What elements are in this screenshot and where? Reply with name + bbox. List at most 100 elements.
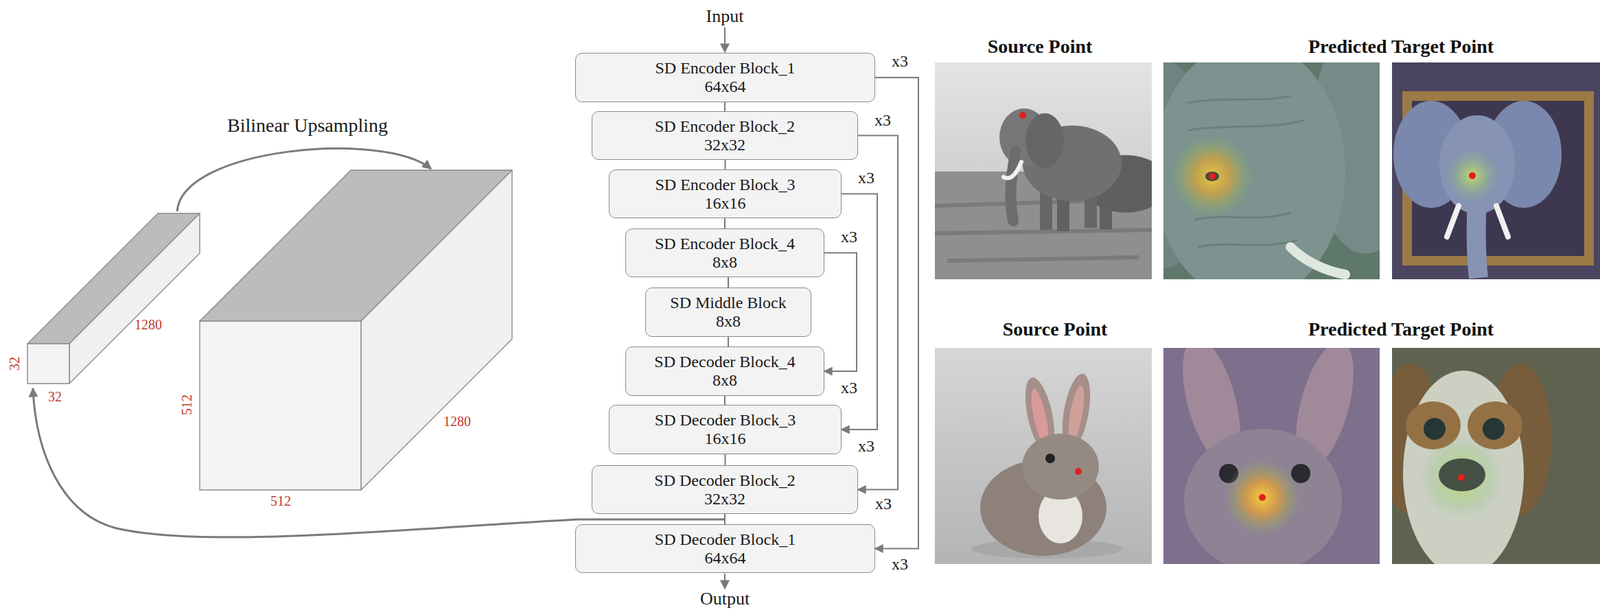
skip-connection [875,77,919,550]
unet-block: SD Encoder Block_316x16 [608,169,842,219]
unet-block: SD Decoder Block_316x16 [608,404,842,455]
photo-rabbit-closeup [1184,429,1342,565]
block-connector [724,218,726,229]
output-arrow [724,573,726,589]
panel-title: Source Point [987,36,1093,58]
panel-title: Predicted Target Point [1308,319,1494,341]
repeat-count: x3 [840,378,858,397]
dimension-label: 512 [270,493,292,509]
photo-dog-target [1392,348,1600,565]
repeat-count: x3 [874,111,891,130]
skip-connection [841,194,878,431]
photo-rabbit-source [1022,433,1099,500]
photo-rabbit-source [1065,384,1088,444]
block-resolution: 8x8 [715,312,741,331]
photo-elephant-framed [1446,205,1509,237]
small-feature-cuboid [27,213,200,384]
block-resolution: 32x32 [704,490,746,509]
operation-label: Bilinear Upsampling [227,115,388,137]
block-name: SD Decoder Block_3 [654,411,796,430]
dimension-label: 1280 [443,413,471,430]
block-resolution: 64x64 [704,549,747,568]
unet-block: SD Decoder Block_164x64 [575,524,876,574]
photo-elephant-framed [1444,148,1500,204]
block-resolution: 8x8 [712,253,738,272]
block-name: SD Decoder Block_1 [654,530,796,550]
photo-elephant-source [1019,111,1027,119]
block-name: SD Encoder Block_3 [655,175,796,195]
block-name: SD Middle Block [669,293,786,313]
block-name: SD Encoder Block_1 [655,59,796,78]
block-resolution: 32x32 [704,135,746,155]
photo-elephant-framed [1392,62,1600,280]
block-connector [727,277,729,288]
block-resolution: 16x16 [704,194,747,213]
photo-rabbit-source [934,348,1152,565]
photo-elephant-source [1003,161,1022,179]
small-feature-cuboid [69,213,200,384]
block-connector [724,102,726,112]
block-name: SD Decoder Block_4 [654,352,795,372]
photo-rabbit-closeup [1163,348,1380,565]
block-name: SD Encoder Block_4 [654,234,795,254]
photo-elephant-framed [1468,172,1476,180]
repeat-count: x3 [891,52,909,71]
block-connector [724,454,727,466]
unet-block: SD Encoder Block_164x64 [575,52,876,103]
block-connector [727,337,729,347]
large-feature-cuboid [361,170,513,491]
photo-elephant-source [934,62,1152,280]
small-feature-cuboid [27,343,70,384]
photo-elephant-closeup [1163,62,1380,280]
flow-label: Input [706,6,745,27]
flow-label: Output [700,589,750,610]
unet-block: SD Encoder Block_232x32 [591,111,859,160]
photo-rabbit-source [934,348,1152,565]
block-name: SD Decoder Block_2 [654,471,795,491]
photo-elephant-closeup [1163,62,1380,280]
block-connector [724,159,727,170]
dimension-label: 512 [179,394,195,416]
repeat-count: x3 [858,437,875,456]
large-feature-cuboid [199,170,513,491]
photo-elephant-source [934,62,1152,280]
repeat-count: x3 [891,555,909,574]
unet-block: SD Encoder Block_48x8 [625,228,825,278]
panel-title: Predicted Target Point [1308,36,1494,58]
block-connector [724,396,726,405]
skip-connection [824,253,857,373]
upsampling-arrow [177,148,432,212]
photo-dog-target [1392,348,1600,565]
photo-elephant-source [1011,151,1016,222]
repeat-count: x3 [840,227,858,246]
panel-title: Source Point [1002,319,1108,341]
block-resolution: 16x16 [704,429,747,449]
photo-rabbit-source [1074,468,1082,475]
block-resolution: 8x8 [712,371,738,390]
photo-elephant-closeup [1208,172,1216,180]
photo-elephant-closeup [1163,62,1380,280]
dimension-label: 32 [48,389,62,405]
block-connector [724,514,726,525]
dimension-label: 1280 [134,317,162,333]
unet-block: SD Middle Block8x8 [645,287,812,338]
large-feature-cuboid [199,321,362,491]
block-resolution: 64x64 [704,77,747,97]
photo-elephant-source [1025,113,1064,169]
input-arrow [724,27,726,53]
block-name: SD Encoder Block_2 [654,117,795,136]
photo-elephant-framed [1392,62,1600,280]
photo-rabbit-closeup [1258,494,1266,502]
photo-elephant-framed [1476,199,1479,278]
repeat-count: x3 [875,494,892,513]
photo-rabbit-closeup [1224,459,1301,536]
photo-dog-target [1392,348,1600,565]
photo-rabbit-source [1045,453,1055,464]
unet-block: SD Decoder Block_232x32 [591,465,859,515]
photo-dog-target [1457,474,1465,482]
unet-block: SD Decoder Block_48x8 [625,346,825,397]
dimension-label: 32 [6,356,22,371]
photo-elephant-framed [1439,115,1515,215]
repeat-count: x3 [858,168,875,187]
